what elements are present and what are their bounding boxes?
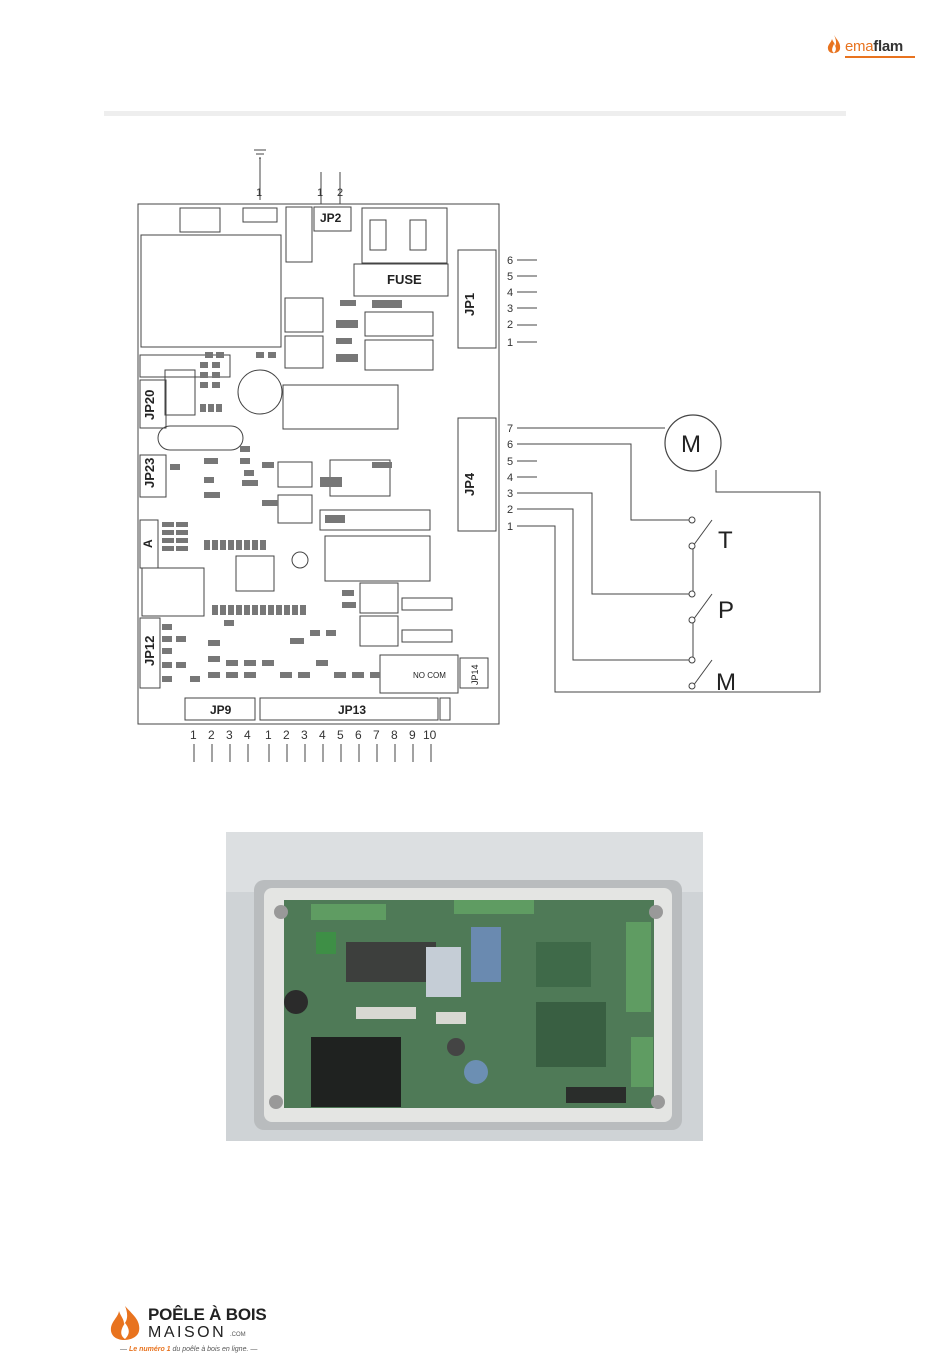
jp1-pin-label: 4	[507, 287, 513, 299]
jp13-pin-label: 6	[355, 728, 362, 742]
tagline-highlight: Le numéro 1	[129, 1346, 171, 1353]
jp4-pin-label: 1	[507, 521, 513, 533]
logo-tagline: — Le numéro 1 du poêle à bois en ligne. …	[120, 1346, 257, 1353]
jp1-pin-label: 6	[507, 255, 513, 267]
jp13-pin-label: 7	[373, 728, 380, 742]
jp4-pin-label: 6	[507, 439, 513, 451]
jp9-pin-label: 1	[190, 728, 197, 742]
label-fuse: FUSE	[387, 272, 422, 287]
jp13-pin-label: 9	[409, 728, 416, 742]
jp9-pin-label: 4	[244, 728, 251, 742]
label-a: A	[141, 539, 155, 548]
motor-label: M	[681, 431, 701, 458]
flame-icon	[106, 1305, 144, 1345]
jp13-pin-label: 10	[423, 728, 437, 742]
poele-a-bois-maison-logo: POÊLE À BOIS MAISON .COM — Le numéro 1 d…	[106, 1305, 276, 1361]
top-pin-label: 1	[256, 187, 262, 199]
jp13-pin-label: 5	[337, 728, 344, 742]
label-jp23: JP23	[142, 458, 157, 488]
jp4-pin-label: 2	[507, 504, 513, 516]
label-jp14: JP14	[470, 664, 480, 685]
jp9-pin-label: 2	[208, 728, 215, 742]
switch-label-p: P	[718, 597, 734, 624]
label-jp2: JP2	[320, 211, 342, 225]
jp1-pin-label: 1	[507, 337, 513, 349]
label-nocom: NO COM	[413, 671, 446, 680]
label-jp12: JP12	[142, 636, 157, 666]
switch-label-m: M	[716, 669, 736, 696]
logo-line2-suffix: .COM	[230, 1332, 246, 1338]
jp1-pin-label: 2	[507, 319, 513, 331]
label-jp20: JP20	[142, 390, 157, 420]
board-outline	[138, 204, 499, 724]
logo-line1: POÊLE À BOIS	[148, 1305, 267, 1325]
switch-label-t: T	[718, 527, 733, 554]
label-jp4: JP4	[462, 472, 477, 496]
top-pin-label: 2	[337, 187, 343, 199]
jp13-pin-label: 4	[319, 728, 326, 742]
jp4-pin-label: 7	[507, 423, 513, 435]
jp1-pin-label: 3	[507, 303, 513, 315]
tagline-rest: du poêle à bois en ligne. —	[171, 1346, 258, 1353]
jp1-pin-label: 5	[507, 271, 513, 283]
jp13-pin-label: 1	[265, 728, 272, 742]
jp9-pin-label: 3	[226, 728, 233, 742]
jp4-pin-label: 5	[507, 456, 513, 468]
jp13-pin-label: 3	[301, 728, 308, 742]
label-jp13: JP13	[338, 703, 366, 717]
label-jp1: JP1	[462, 293, 477, 316]
logo-line2: MAISON	[148, 1324, 226, 1342]
circuit-board-photo	[226, 832, 703, 1141]
label-jp9: JP9	[210, 703, 232, 717]
top-pin-label: 1	[317, 187, 323, 199]
jp13-pin-label: 8	[391, 728, 398, 742]
jp4-pin-label: 3	[507, 488, 513, 500]
jp4-pin-label: 4	[507, 472, 513, 484]
jp13-pin-label: 2	[283, 728, 290, 742]
tagline-prefix: —	[120, 1346, 129, 1353]
wiring-schematic: JP2 FUSE JP1 JP4 JP20 JP23 A JP12 JP14 J…	[0, 0, 950, 800]
